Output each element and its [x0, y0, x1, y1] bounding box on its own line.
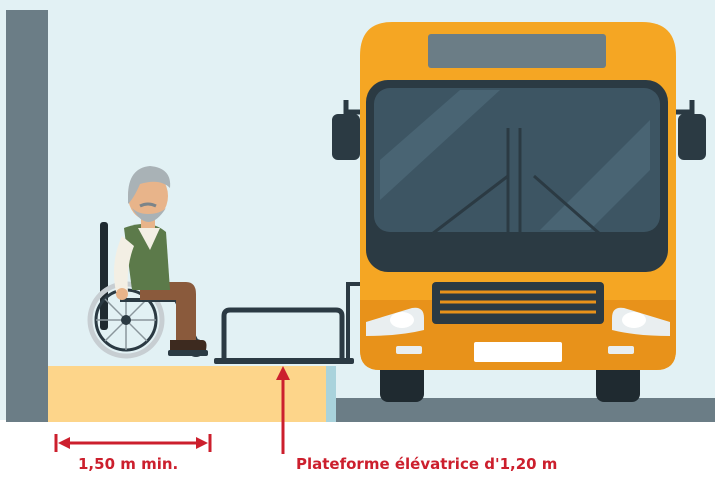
mirror-left [332, 114, 360, 160]
building-wall [6, 10, 48, 422]
curb-edge [326, 366, 336, 422]
clearance-dimension [56, 434, 210, 452]
clearance-label: 1,50 m min. [78, 455, 178, 473]
platform-label: Plateforme élévatrice d'1,20 m [296, 455, 557, 473]
bus [332, 22, 706, 402]
mirror-right [678, 114, 706, 160]
license-plate [474, 342, 562, 362]
destination-sign [428, 34, 606, 68]
